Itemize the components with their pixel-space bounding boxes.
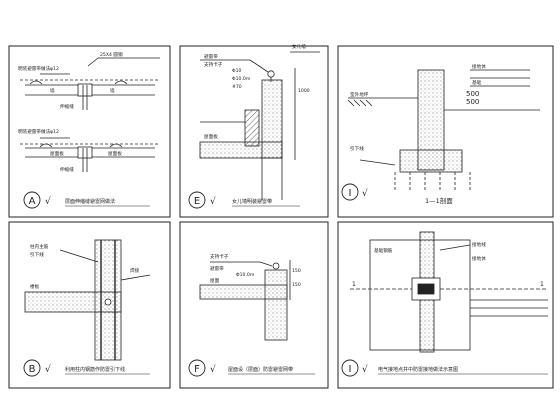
- panel-e-text: 避雷带 支持卡子 Φ10 屋面板 女儿墙 1000 Φ10.0m #70: [204, 43, 310, 140]
- panel-i-bottom-label-0: 基础钢筋: [374, 247, 393, 254]
- panel-f-dim-2: 150: [292, 282, 301, 288]
- panel-frames: [8, 45, 554, 389]
- panel-a-caption: 层面伸缩缝避雷网做法: [65, 198, 115, 205]
- panel-a-label-6: 屋面板: [108, 150, 122, 157]
- panel-i-bottom-label-1: 接地线: [472, 241, 486, 248]
- panel-a-label-5: 屋面板: [50, 150, 64, 157]
- panel-i-top-label-1: 室外地坪: [350, 91, 369, 98]
- panel-frame-i-bottom: [337, 221, 554, 389]
- panel-b-drawing: [24, 239, 151, 361]
- panel-i-section-title: 1—1剖面: [425, 196, 453, 205]
- panel-frame-a: [8, 45, 171, 218]
- panel-e-label-4: 女儿墙: [292, 43, 306, 50]
- panel-e-label-2: Φ10: [232, 68, 242, 74]
- panel-frame-f: [179, 221, 329, 389]
- panel-a-dim-1: φ12: [50, 129, 59, 135]
- panel-e-check: √: [210, 196, 216, 207]
- panel-i-top-text: 室外地坪 接地体 基础 引下线 500 500 1—1剖面: [350, 63, 486, 205]
- panel-a-label-0: 明装避雷带做法: [18, 65, 51, 72]
- panel-a-label-2: 墙: [110, 87, 115, 94]
- panel-f-dim-1: 150: [292, 268, 301, 274]
- panel-i-bottom-text: 基础钢筋 接地线 接地体 1 1: [352, 241, 544, 288]
- panel-f-caption: 屋面设（层面）防雷避雷网带: [228, 366, 293, 373]
- panel-a-label-7: 伸缩缝: [60, 166, 74, 173]
- panel-a-label-3: 伸缩缝: [60, 103, 74, 110]
- panel-e-dim-0: 1000: [298, 88, 310, 94]
- panel-b-text: 柱内主筋 引下线 焊接 楼板: [30, 243, 140, 290]
- panel-frame-e: [179, 45, 329, 218]
- panel-i-bottom-caption: 电气接地点井中防雷接地做法示意图: [378, 366, 458, 373]
- panel-i-top-dim-1: 500: [466, 90, 479, 98]
- panel-i-bottom-dim-1: 1: [540, 281, 544, 288]
- panel-f-label-0: 支持卡子: [210, 253, 229, 260]
- panel-e-caption: 女儿墙明装避雷带: [232, 198, 272, 205]
- panel-i-top-letter: I: [349, 188, 352, 199]
- panel-e-label-0: 避雷带: [204, 53, 218, 60]
- panel-e-dim-1: Φ10.0m: [232, 76, 251, 82]
- panel-a-text: 明装避雷带做法 φ12 墙 墙 伸缩缝 明装避雷带做法 φ12 屋面板 屋面板 …: [18, 51, 123, 173]
- panel-e-label-1: 支持卡子: [204, 61, 223, 68]
- panel-a-letter: A: [29, 196, 36, 207]
- panel-f-label-2: 屋面: [210, 278, 220, 284]
- panel-f-letter: F: [194, 364, 200, 375]
- panel-a-label-4: 明装避雷带做法: [18, 128, 51, 135]
- panel-e-letter: E: [194, 196, 200, 207]
- panel-i-top-drawing: [347, 69, 540, 190]
- panel-i-bottom-label-2: 接地体: [472, 255, 486, 262]
- panel-i-top-label-3: 引下线: [350, 145, 364, 152]
- panel-f-check: √: [210, 364, 216, 375]
- panel-f-text: 支持卡子 避雷带 屋面 Φ10.0m 150 150: [210, 253, 301, 288]
- panel-b-label-2: 焊接: [130, 267, 140, 274]
- panel-a-check: √: [45, 196, 51, 207]
- panel-b-letter: B: [29, 364, 36, 375]
- panel-e-drawing: [199, 51, 320, 200]
- panel-i-bottom-check: √: [362, 364, 368, 375]
- panel-badges: A √ 层面伸缩缝避雷网做法 E √ 女儿墙明装避雷带 I √ B √ 利用柱内…: [23, 183, 548, 377]
- panel-a-label-8: 25X4 圆钢: [100, 51, 123, 58]
- panel-a-label-1: 墙: [50, 87, 55, 94]
- panel-a-drawing: [20, 57, 160, 172]
- panel-b-label-0: 柱内主筋: [30, 243, 49, 250]
- panel-i-top-label-2: 基础: [472, 79, 482, 86]
- panel-f-label-1: 避雷带: [210, 265, 224, 272]
- panel-i-bottom-letter: I: [349, 364, 352, 375]
- panel-i-top-dim-0: 500: [466, 98, 479, 106]
- panel-i-bottom-drawing: [350, 231, 548, 353]
- panel-b-label-1: 引下线: [30, 251, 44, 258]
- panel-b-label-3: 楼板: [30, 283, 40, 290]
- panel-b-caption: 利用柱内钢筋作防雷引下线: [65, 366, 125, 373]
- panel-a-dim-0: φ12: [50, 66, 59, 72]
- panel-i-top-check: √: [362, 188, 368, 199]
- panel-frame-i-top: [337, 45, 554, 218]
- panel-e-label-3: 屋面板: [204, 133, 218, 140]
- panel-frame-b: [8, 221, 171, 389]
- panel-f-dim-0: Φ10.0m: [236, 272, 255, 278]
- panel-b-check: √: [45, 364, 51, 375]
- panel-i-top-label-0: 接地体: [472, 63, 486, 70]
- panel-i-bottom-dim-0: 1: [352, 281, 356, 288]
- panel-f-drawing: [199, 260, 291, 341]
- panel-e-dim-2: #70: [232, 84, 242, 90]
